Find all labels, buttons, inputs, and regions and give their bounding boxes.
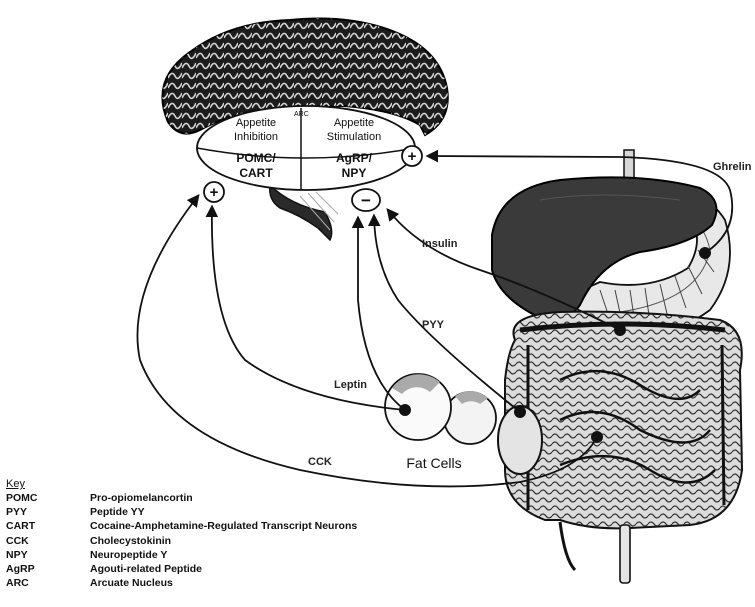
key-desc: Pro-opiomelancortin xyxy=(90,491,193,505)
agrp-npy-label-2: NPY xyxy=(342,166,367,180)
key-abbr: PYY xyxy=(6,505,90,519)
appetite-inhibition-label-1: Appetite xyxy=(236,117,276,129)
key-abbr: AgRP xyxy=(6,562,90,576)
plus-sign-left: + xyxy=(204,182,224,202)
plus-sign-right: + xyxy=(402,146,422,166)
fat-cells-label: Fat Cells xyxy=(406,455,461,471)
svg-text:+: + xyxy=(408,148,417,165)
key-abbr: ARC xyxy=(6,576,90,590)
svg-text:−: − xyxy=(361,191,371,210)
appetite-stimulation-label-1: Appetite xyxy=(334,117,374,129)
ghrelin-label: Ghrelin xyxy=(713,161,752,173)
leptin-label: Leptin xyxy=(334,379,367,391)
key-desc: Cholecystokinin xyxy=(90,534,171,548)
intestines xyxy=(498,312,742,583)
arc-label: ARC xyxy=(294,111,309,118)
insulin-label: Insulin xyxy=(422,238,458,250)
key-desc: Cocaine-Amphetamine-Regulated Transcript… xyxy=(90,519,357,533)
brain: ARC Appetite Inhibition Appetite Stimula… xyxy=(162,19,447,241)
pyy-label: PYY xyxy=(422,319,445,331)
key-abbr: CART xyxy=(6,519,90,533)
key-abbr: NPY xyxy=(6,548,90,562)
arc-ellipse xyxy=(197,106,415,190)
key-abbr: POMC xyxy=(6,491,90,505)
pomc-cart-label-2: CART xyxy=(239,166,273,180)
pomc-cart-label-1: POMC/ xyxy=(236,151,276,165)
key-abbr: CCK xyxy=(6,534,90,548)
svg-text:+: + xyxy=(210,184,219,201)
minus-sign: − xyxy=(352,189,380,211)
appetite-stimulation-label-2: Stimulation xyxy=(327,131,381,143)
cck-label: CCK xyxy=(308,456,332,468)
brain-stem xyxy=(270,185,332,240)
key-desc: Peptide YY xyxy=(90,505,145,519)
fat-cells: Fat Cells xyxy=(385,374,496,471)
key-desc: Neuropeptide Y xyxy=(90,548,167,562)
agrp-npy-label-1: AgRP/ xyxy=(336,151,373,165)
appetite-inhibition-label-2: Inhibition xyxy=(234,131,278,143)
key-desc: Agouti-related Peptide xyxy=(90,562,202,576)
key-desc: Arcuate Nucleus xyxy=(90,576,173,590)
key-title: Key xyxy=(6,478,357,490)
